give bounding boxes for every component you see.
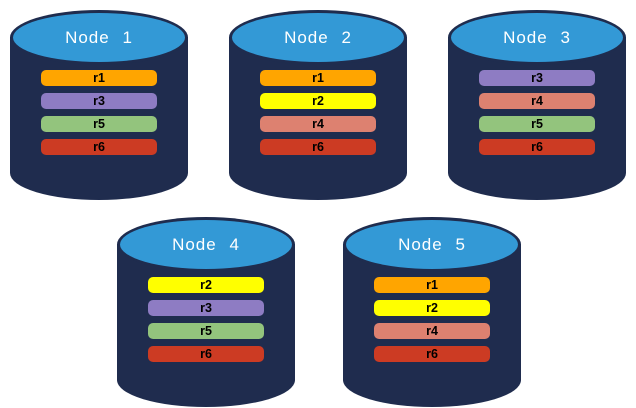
replica-bar: r5 <box>148 323 264 339</box>
node-title: Node 4 <box>172 234 240 254</box>
node-title: Node 2 <box>284 27 352 47</box>
database-cylinder-node-2: Node 2 r1 r2 r4 r6 <box>229 10 407 200</box>
replica-bar: r3 <box>479 70 595 86</box>
database-cylinder-node-5: Node 5 r1 r2 r4 r6 <box>343 217 521 407</box>
replica-bar: r2 <box>374 300 490 316</box>
replica-bar: r6 <box>374 346 490 362</box>
database-cylinder-node-1: Node 1 r1 r3 r5 r6 <box>10 10 188 200</box>
replica-bar: r1 <box>260 70 376 86</box>
replica-bar: r4 <box>479 93 595 109</box>
database-cylinder-top: Node 5 <box>346 220 518 269</box>
replica-bar: r2 <box>260 93 376 109</box>
replica-bar: r1 <box>374 277 490 293</box>
database-cylinder-top: Node 1 <box>13 13 185 62</box>
replica-bar: r6 <box>41 139 157 155</box>
replica-bar: r6 <box>260 139 376 155</box>
replica-list: r1 r2 r4 r6 <box>374 277 490 362</box>
database-cylinder-top: Node 2 <box>232 13 404 62</box>
database-cylinder-top: Node 3 <box>451 13 623 62</box>
replica-bar: r6 <box>148 346 264 362</box>
database-cylinder-top: Node 4 <box>120 220 292 269</box>
replica-bar: r6 <box>479 139 595 155</box>
database-cylinder-node-4: Node 4 r2 r3 r5 r6 <box>117 217 295 407</box>
replica-list: r1 r2 r4 r6 <box>260 70 376 155</box>
database-cylinder-node-3: Node 3 r3 r4 r5 r6 <box>448 10 626 200</box>
node-title: Node 5 <box>398 234 466 254</box>
replica-bar: r5 <box>479 116 595 132</box>
node-title: Node 1 <box>65 27 133 47</box>
replica-bar: r2 <box>148 277 264 293</box>
replica-bar: r3 <box>148 300 264 316</box>
replica-bar: r5 <box>41 116 157 132</box>
replica-bar: r4 <box>260 116 376 132</box>
replica-list: r2 r3 r5 r6 <box>148 277 264 362</box>
replica-list: r3 r4 r5 r6 <box>479 70 595 155</box>
node-title: Node 3 <box>503 27 571 47</box>
replica-bar: r4 <box>374 323 490 339</box>
replica-bar: r3 <box>41 93 157 109</box>
replica-list: r1 r3 r5 r6 <box>41 70 157 155</box>
replica-bar: r1 <box>41 70 157 86</box>
